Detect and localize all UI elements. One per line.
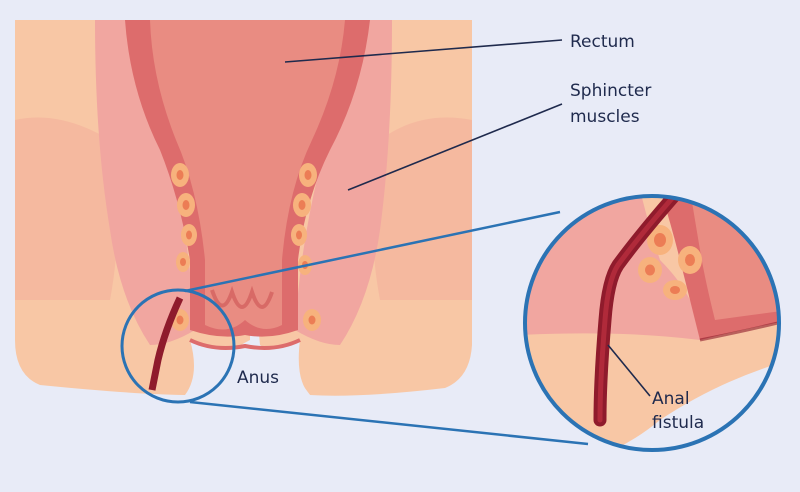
label-fistula-line2: fistula [652,413,704,433]
connector-top [184,210,561,293]
label-sphincter-line1: Sphincter [570,81,651,101]
connector-bottom [189,400,589,446]
right-outer-tissue [372,117,472,300]
label-anus: Anus [237,368,279,388]
fistula-tract-small [148,296,184,391]
anal-folds [210,285,274,309]
label-fistula-line1: Anal [652,389,690,409]
label-rectum: Rectum [570,32,635,52]
right-fat-nodules [291,163,321,331]
leader-fistula [607,344,651,397]
rectum-lumen [150,20,345,330]
label-sphincter-line2: muscles [570,107,640,127]
inset-fat-nodules [638,225,702,300]
main-anatomy [15,20,472,408]
perianal-skin-contour [189,338,301,350]
zoom-source-ring [120,288,236,404]
magnifier-ring [523,194,781,452]
anal-opening [185,340,310,408]
leader-sphincter [347,103,563,191]
magnified-inset [523,194,781,452]
leader-rectum [284,39,563,63]
left-sphincter-muscle [95,20,195,345]
left-outer-tissue [15,117,118,300]
